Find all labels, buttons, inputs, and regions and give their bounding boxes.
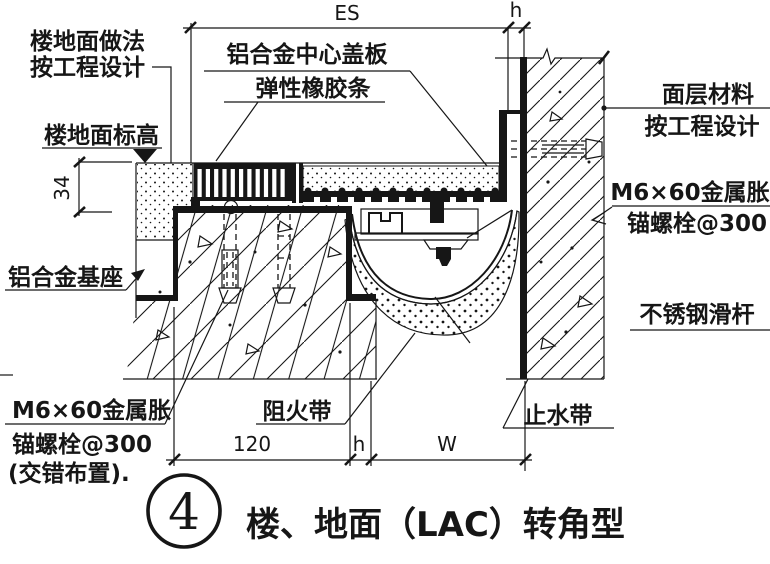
- wall-side-angle: [499, 112, 507, 202]
- label-surface-material-1: 面层材料: [662, 82, 754, 108]
- wall-break-tick: [597, 50, 611, 65]
- label-floor-construction-2: 按工程设计: [30, 54, 145, 81]
- base-leader-arrow: [131, 269, 145, 281]
- wall-top-break-line: [495, 47, 604, 66]
- dim-h-top: h: [510, 0, 523, 22]
- dim-h-bottom: h: [353, 432, 366, 456]
- center-cover-plate-graphic: [194, 110, 527, 202]
- leader-lines: [5, 66, 770, 429]
- floor-slab-section: [0, 163, 377, 380]
- label-center-cover-plate: 铝合金中心盖板: [227, 41, 389, 68]
- dim-34: 34: [50, 175, 74, 200]
- label-anchor-bottom-3: (交错布置).: [8, 460, 130, 487]
- label-anchor-right-1: M6×60金属胀: [610, 179, 769, 206]
- dim-w: W: [437, 432, 457, 456]
- dimension-top: ES h: [183, 0, 531, 163]
- level-mark-triangle: [133, 149, 157, 163]
- label-stainless-slide-rod: 不锈钢滑杆: [640, 302, 755, 328]
- wall-aggregate-triangles: [540, 110, 594, 350]
- anchor-leader-arrow: [590, 211, 607, 225]
- label-floor-construction-1: 楼地面做法: [30, 28, 145, 55]
- dim-120: 120: [233, 432, 271, 456]
- slab-aggregate-triangles: [155, 219, 343, 355]
- detail-number-circle: [146, 473, 222, 549]
- annotations: 楼地面做法 按工程设计 楼地面标高 铝合金基座 铝合金中心盖板 弹性橡胶条 面层…: [8, 28, 770, 487]
- floor-finish-layer: [136, 162, 194, 241]
- label-fire-barrier: 阻火带: [263, 399, 332, 425]
- center-bolt: [430, 197, 444, 223]
- label-floor-level: 楼地面标高: [44, 122, 159, 149]
- title-block: 4 楼、地面（LAC）转角型: [146, 473, 625, 549]
- elastic-rubber-strip-graphic: [194, 163, 303, 203]
- wall-section: [495, 47, 611, 380]
- detail-number: 4: [168, 483, 200, 541]
- waterstop-and-fire-band: [344, 209, 520, 336]
- horizontal-anchor-bolt: [511, 138, 603, 160]
- label-anchor-right-2: 锚螺栓@300: [627, 211, 767, 237]
- aluminum-base-frame: [136, 197, 376, 301]
- wall-face-plate: [520, 57, 527, 379]
- label-surface-material-2: 按工程设计: [645, 113, 760, 140]
- slab-aggregate-dots: [158, 250, 342, 354]
- dimension-34: 34: [50, 156, 132, 218]
- waterstop-sheet: [351, 209, 513, 301]
- slide-rod-plate: [354, 232, 479, 241]
- vertical-anchor-bolt-2: [272, 214, 296, 304]
- channel-bracket: [368, 212, 403, 233]
- slide-mechanism: [354, 197, 479, 266]
- drawing-title: 楼、地面（LAC）转角型: [246, 505, 625, 545]
- label-elastic-rubber-strip: 弹性橡胶条: [256, 75, 371, 102]
- label-waterstop: 止水带: [524, 403, 593, 429]
- vertical-anchor-bolt-1: [218, 199, 242, 304]
- label-aluminum-base: 铝合金基座: [8, 264, 123, 291]
- dim-es: ES: [334, 1, 359, 25]
- wall-aggregate-dots: [539, 90, 591, 334]
- dimension-bottom: 120 h W: [166, 303, 532, 471]
- label-anchor-bottom-2: 锚螺栓@300: [12, 432, 152, 458]
- nut-plate: [422, 239, 470, 250]
- label-anchor-bottom-1: M6×60金属胀: [12, 397, 171, 424]
